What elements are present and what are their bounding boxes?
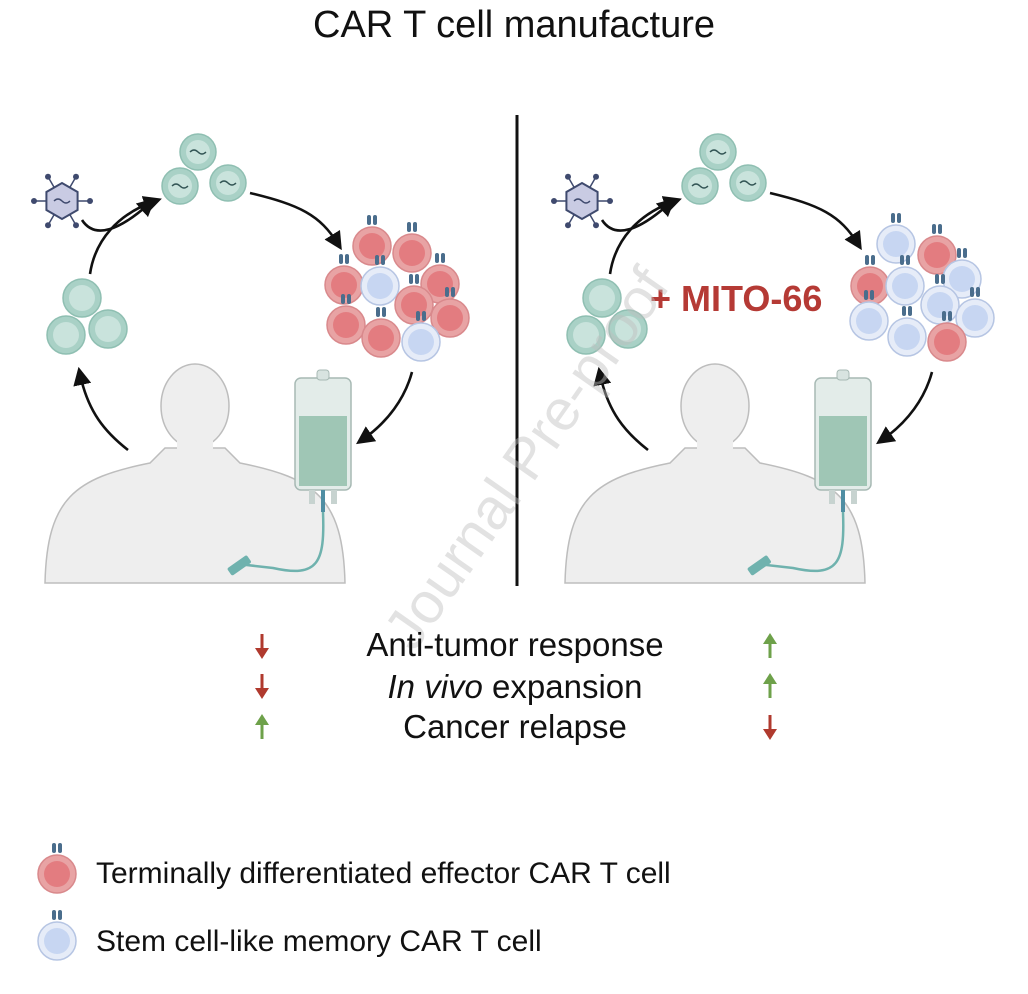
naive-t-cell bbox=[582, 278, 622, 318]
car-receptor-icon bbox=[339, 254, 343, 264]
memory-car-t-cell bbox=[401, 311, 441, 362]
effector-car-t-cell bbox=[37, 843, 77, 894]
car-receptor-icon bbox=[970, 287, 974, 297]
outcome-anti-tumor-response: Anti-tumor response bbox=[300, 626, 730, 664]
transduced-t-cell bbox=[699, 133, 737, 171]
car-receptor-icon bbox=[932, 224, 936, 234]
naive-t-cell bbox=[62, 278, 102, 318]
outcome-label-italic: In vivo bbox=[387, 668, 483, 705]
car-receptor-icon bbox=[957, 248, 961, 258]
transduced-t-cell bbox=[729, 164, 767, 202]
memory-car-t-cell bbox=[955, 287, 995, 338]
effector-car-t-cell bbox=[326, 294, 366, 345]
car-receptor-icon bbox=[900, 255, 904, 265]
arrow-up-icon bbox=[763, 633, 777, 658]
car-receptor-icon bbox=[935, 274, 939, 284]
effector-car-t-cell bbox=[430, 287, 470, 338]
car-receptor-icon bbox=[52, 843, 56, 853]
car-receptor-icon bbox=[367, 215, 371, 225]
cycle-arrow-icon bbox=[80, 198, 156, 232]
cycle-arrow-icon bbox=[876, 371, 934, 445]
effector-car-t-cell bbox=[361, 307, 401, 358]
human-silhouette-icon bbox=[564, 363, 866, 584]
legend-effector-label: Terminally differentiated effector CAR T… bbox=[96, 857, 671, 890]
transduced-t-cell bbox=[179, 133, 217, 171]
cycle-arrow-icon bbox=[600, 198, 676, 232]
car-receptor-icon bbox=[409, 274, 413, 284]
iv-bag-icon bbox=[747, 369, 872, 576]
outcome-label: Anti-tumor response bbox=[366, 626, 664, 663]
virus-icon bbox=[551, 173, 613, 229]
car-receptor-icon bbox=[375, 255, 379, 265]
arrow-up-icon bbox=[255, 714, 269, 739]
iv-bag-icon bbox=[227, 369, 352, 576]
car-receptor-icon bbox=[891, 213, 895, 223]
virus-icon bbox=[31, 173, 93, 229]
naive-t-cell bbox=[566, 315, 606, 355]
transduced-t-cell bbox=[161, 167, 199, 205]
transduced-t-cell bbox=[209, 164, 247, 202]
outcome-in-vivo-expansion: In vivo expansion bbox=[300, 668, 730, 706]
car-receptor-icon bbox=[407, 222, 411, 232]
car-receptor-icon bbox=[864, 290, 868, 300]
arrow-down-icon bbox=[763, 715, 777, 740]
naive-t-cell bbox=[608, 309, 648, 349]
naive-t-cell bbox=[46, 315, 86, 355]
car-receptor-icon bbox=[341, 294, 345, 304]
outcome-label: expansion bbox=[482, 668, 643, 705]
effector-car-t-cell bbox=[352, 215, 392, 266]
treatment-label: + MITO-66 bbox=[650, 278, 823, 319]
car-receptor-icon bbox=[445, 287, 449, 297]
memory-car-t-cell bbox=[37, 910, 77, 961]
outcome-cancer-relapse: Cancer relapse bbox=[300, 708, 730, 746]
memory-car-t-cell bbox=[876, 213, 916, 264]
car-receptor-icon bbox=[902, 306, 906, 316]
cycle-arrow-icon bbox=[88, 196, 162, 275]
outcome-arrows bbox=[255, 633, 777, 740]
effector-car-t-cell bbox=[420, 253, 460, 304]
memory-car-t-cell bbox=[849, 290, 889, 341]
car-receptor-icon bbox=[865, 255, 869, 265]
car-receptor-icon bbox=[942, 311, 946, 321]
cycle-arrow-icon bbox=[593, 366, 649, 452]
panel-mito66-manufacture bbox=[551, 133, 995, 584]
cycle-arrow-icon bbox=[249, 191, 342, 251]
legend-icons bbox=[37, 843, 77, 961]
car-receptor-icon bbox=[435, 253, 439, 263]
cycle-arrow-icon bbox=[356, 371, 414, 445]
outcome-label: Cancer relapse bbox=[403, 708, 627, 745]
cycle-arrow-icon bbox=[73, 366, 129, 452]
diagram-title: CAR T cell manufacture bbox=[313, 4, 715, 46]
car-receptor-icon bbox=[52, 910, 56, 920]
transduced-t-cell bbox=[681, 167, 719, 205]
arrow-up-icon bbox=[763, 673, 777, 698]
human-silhouette-icon bbox=[44, 363, 346, 584]
memory-car-t-cell bbox=[887, 306, 927, 357]
effector-car-t-cell bbox=[392, 222, 432, 273]
cycle-arrow-icon bbox=[769, 191, 862, 251]
effector-car-t-cell bbox=[324, 254, 364, 305]
car-receptor-icon bbox=[416, 311, 420, 321]
arrow-down-icon bbox=[255, 674, 269, 699]
memory-car-t-cell bbox=[360, 255, 400, 306]
legend-memory-label: Stem cell-like memory CAR T cell bbox=[96, 925, 542, 958]
effector-car-t-cell bbox=[394, 274, 434, 325]
effector-car-t-cell bbox=[927, 311, 967, 362]
panel-standard-manufacture bbox=[31, 133, 470, 584]
car-receptor-icon bbox=[376, 307, 380, 317]
naive-t-cell bbox=[88, 309, 128, 349]
memory-car-t-cell bbox=[885, 255, 925, 306]
arrow-down-icon bbox=[255, 634, 269, 659]
